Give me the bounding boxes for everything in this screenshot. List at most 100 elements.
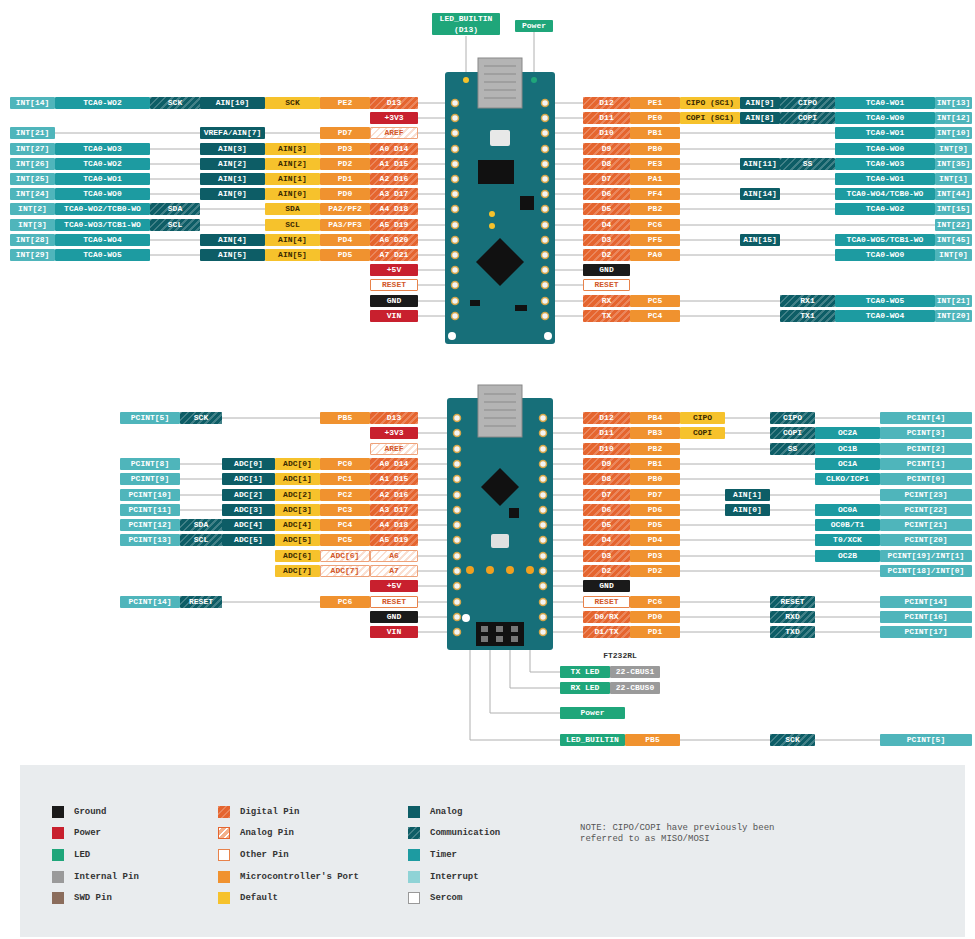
pin-hole [454,415,461,422]
timer-label: OC1B [815,443,880,455]
digital-pin: A5 D19 [370,534,418,546]
pin-hole [452,252,459,259]
pin-hole [452,100,459,107]
legend-swatch [408,827,420,839]
port-label: PE2 [320,97,370,109]
legend-swatch [408,892,420,904]
pin-hole [540,629,547,636]
pin-hole [540,614,547,621]
interrupt-label: INT[10] [935,127,972,139]
other-pin: RESET [370,279,418,291]
analog-label: AIN[1] [725,489,770,501]
digital-pin: A2 D16 [370,489,418,501]
pin-hole [454,507,461,514]
legend-swatch [218,892,230,904]
analog-label: ADC[0] [222,458,275,470]
port-label: PD7 [320,127,370,139]
communication-label: RESET [770,596,815,608]
communication-label: RESET [180,596,222,608]
legend-text: Power [74,827,101,839]
port-label: PD4 [320,234,370,246]
interrupt-label: INT[22] [935,219,972,231]
communication-label: SCL [150,219,200,231]
pin-hole [454,446,461,453]
legend-text: SWD Pin [74,892,112,904]
port-label: PD7 [630,489,680,501]
interrupt-label: PCINT[1] [880,458,972,470]
interrupt-label: INT[25] [10,173,55,185]
default-label: ADC[0] [275,458,320,470]
pin-hole [542,237,549,244]
digital-pin: TX [583,310,630,322]
legend-text: Sercom [430,892,462,904]
pin-hole [542,176,549,183]
pin-hole [452,191,459,198]
analog-label: AIN[10] [200,97,265,109]
interrupt-label: PCINT[2] [880,443,972,455]
internal-pin: 22-CBUS1 [610,666,660,678]
digital-pin: A3 D17 [370,188,418,200]
timer-label: TCA0-WO3/TCB1-WO [55,219,150,231]
leader-line [530,672,560,673]
interrupt-label: INT[29] [10,249,55,261]
pin-hole [542,206,549,213]
interrupt-label: PCINT[4] [880,412,972,424]
timer-label: OC0B/T1 [815,519,880,531]
pin-hole [452,313,459,320]
interrupt-label: PCINT[14] [120,596,180,608]
port-label: PB4 [630,412,680,424]
digital-pin: A0 D14 [370,458,418,470]
interrupt-label: INT[21] [935,295,972,307]
interrupt-label: INT[44] [935,188,972,200]
communication-label: SCL [180,534,222,546]
interrupt-label: PCINT[12] [120,519,180,531]
leader-lines [10,32,972,740]
port-label: PD1 [630,626,680,638]
digital-pin: D13 [370,412,418,424]
legend-text: Other Pin [240,849,289,861]
port-label: PB2 [630,203,680,215]
timer-label: TCA0-WO4 [55,234,150,246]
analog-pin: A6 [370,550,418,562]
default-label: SCL [265,219,320,231]
chip [520,196,534,210]
component [515,305,527,311]
timer-label: TCA0-WO5 [835,295,935,307]
pin-hole [454,537,461,544]
legend-text: Internal Pin [74,871,139,883]
chip [478,160,514,184]
interrupt-label: INT[35] [935,158,972,170]
default-label: AIN[5] [265,249,320,261]
usb-connector [478,58,522,108]
interrupt-label: INT[24] [10,188,55,200]
icsp-header [476,622,524,646]
interrupt-label: INT[28] [10,234,55,246]
power-pin: +5V [370,264,418,276]
communication-label: RX1 [780,295,835,307]
interrupt-label: PCINT[23] [880,489,972,501]
analog-label: ADC[3] [222,504,275,516]
default-label: COPI [680,427,725,439]
interrupt-label: PCINT[5] [120,412,180,424]
timer-label: TCA0-WO5 [55,249,150,261]
legend-swatch [218,806,230,818]
pin-hole [542,146,549,153]
communication-label: SDA [180,519,222,531]
pin-hole [540,461,547,468]
pin-hole [540,568,547,575]
power-pin: +3V3 [370,427,418,439]
timer-label: TCA0-WO5/TCB1-WO [835,234,935,246]
legend-text: Default [240,892,278,904]
pin-hole [454,476,461,483]
internal-pin: 22-CBUS0 [610,682,660,694]
analog-label: AIN[1] [200,173,265,185]
port-label: PD2 [630,565,680,577]
port-label: PD1 [320,173,370,185]
analog-pin: ADC[6] [320,550,370,562]
interrupt-label: PCINT[10] [120,489,180,501]
microcontroller [481,468,519,506]
analog-label: ADC[1] [222,473,275,485]
digital-pin: D10 [583,443,630,455]
communication-label: SCK [150,97,200,109]
legend-text: Communication [430,827,500,839]
